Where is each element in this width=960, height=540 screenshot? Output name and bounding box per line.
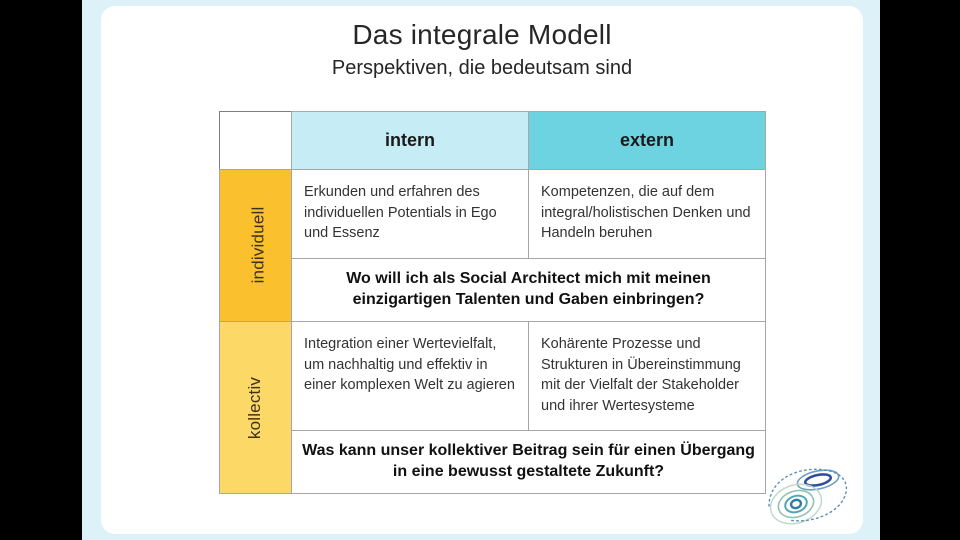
- spiral-swirl-logo-icon: [768, 468, 848, 525]
- cell-individuell-intern: Erkunden und erfahren des individuellen …: [291, 169, 529, 259]
- row-label-individuell-text: individuell: [248, 207, 268, 284]
- presentation-slide: Das integrale Modell Perspektiven, die b…: [101, 6, 863, 534]
- question-individuell: Wo will ich als Social Architect mich mi…: [291, 257, 766, 322]
- cell-kollectiv-intern: Integration einer Wertevielfalt, um nach…: [291, 320, 529, 432]
- matrix-row-kollectiv: kollectiv Integration einer Wertevielfal…: [219, 320, 766, 495]
- matrix-question-row-individuell: Wo will ich als Social Architect mich mi…: [220, 257, 766, 322]
- matrix-corner-cell: [219, 111, 292, 170]
- matrix-row-individuell: individuell Erkunden und erfahren des in…: [219, 169, 766, 322]
- matrix-question-row-kollectiv: Was kann unser kollektiver Beitrag sein …: [220, 430, 766, 495]
- title-block: Das integrale Modell Perspektiven, die b…: [101, 18, 863, 80]
- question-kollectiv: Was kann unser kollektiver Beitrag sein …: [291, 430, 766, 495]
- page-title: Das integrale Modell: [352, 19, 612, 50]
- integral-model-matrix: intern extern individuell Erkunden und e…: [219, 111, 766, 495]
- row-label-kollectiv-text: kollectiv: [245, 376, 265, 439]
- column-header-extern: extern: [528, 111, 766, 170]
- cell-individuell-extern: Kompetenzen, die auf dem integral/holist…: [528, 169, 766, 259]
- page-subtitle: Perspektiven, die bedeutsam sind: [331, 56, 633, 79]
- row-label-kollectiv: kollectiv: [219, 320, 292, 495]
- column-header-intern: intern: [291, 111, 529, 170]
- row-label-individuell: individuell: [219, 169, 292, 322]
- cell-kollectiv-extern: Kohärente Prozesse und Strukturen in Übe…: [528, 320, 766, 432]
- matrix-header-row: intern extern: [219, 111, 766, 170]
- slide-frame: Das integrale Modell Perspektiven, die b…: [82, 0, 880, 540]
